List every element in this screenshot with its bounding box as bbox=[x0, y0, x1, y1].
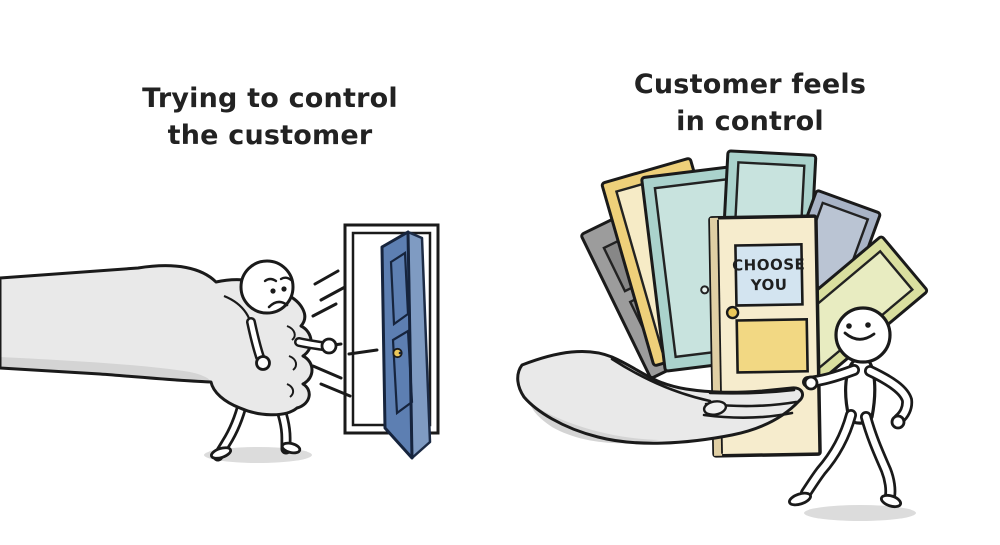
left-scene-illustration bbox=[0, 223, 440, 463]
worried-face bbox=[263, 276, 293, 309]
walking-figure-head bbox=[834, 306, 892, 364]
sign-text-line1: CHOOSE bbox=[732, 255, 805, 274]
left-panel-title: Trying to control the customer bbox=[40, 80, 500, 154]
open-palm-hand bbox=[516, 349, 804, 445]
right-title-line2: in control bbox=[676, 106, 824, 137]
happy-left-eye bbox=[846, 323, 852, 329]
blue-door-top-panel bbox=[389, 251, 410, 327]
choose-door-knob bbox=[725, 305, 740, 320]
walking-figure-front-foot bbox=[788, 491, 812, 507]
squeezed-hand bbox=[255, 355, 271, 371]
choose-door-lower-panel bbox=[735, 317, 809, 374]
happy-right-eye bbox=[865, 322, 871, 328]
arm-shading bbox=[0, 357, 211, 382]
left-eyebrow bbox=[263, 277, 278, 283]
pushed-figure-back-foot bbox=[280, 441, 302, 455]
walking-figure-back-foot bbox=[879, 493, 903, 509]
blue-door-knob bbox=[392, 347, 403, 359]
pushed-figure-front-foot bbox=[209, 446, 233, 460]
fist-outline bbox=[0, 264, 314, 417]
choose-you-sign bbox=[734, 243, 804, 307]
left-title-line1: Trying to control bbox=[142, 83, 398, 114]
right-eyebrow bbox=[279, 276, 293, 282]
blue-door bbox=[380, 230, 432, 460]
door-teal-knob bbox=[700, 285, 710, 295]
walking-figure bbox=[788, 306, 914, 509]
right-title-line1: Customer feels bbox=[633, 69, 867, 100]
palm-outline bbox=[516, 349, 804, 445]
pushed-figure bbox=[239, 259, 338, 371]
walking-figure-front-hand bbox=[803, 375, 819, 391]
left-title-line2: the customer bbox=[167, 120, 373, 151]
right-scene-illustration: CHOOSE YOU bbox=[516, 149, 929, 521]
palm-fill bbox=[517, 351, 803, 444]
thumb-nail bbox=[702, 400, 728, 416]
right-eye bbox=[281, 286, 287, 292]
blue-door-keyhole bbox=[398, 351, 402, 355]
pushing-hand bbox=[320, 337, 338, 355]
pushed-figure-head bbox=[239, 259, 295, 315]
smile-mouth bbox=[843, 331, 876, 341]
blue-door-bottom-panel bbox=[391, 329, 414, 416]
right-panel-title: Customer feels in control bbox=[520, 66, 980, 140]
sign-text-line2: YOU bbox=[750, 276, 788, 295]
frown-mouth bbox=[267, 300, 289, 309]
left-eye bbox=[270, 288, 276, 294]
blue-door-face bbox=[380, 230, 414, 460]
fist-fill bbox=[0, 265, 312, 415]
walking-figure-back-hand bbox=[890, 414, 906, 430]
walking-figure-shadow bbox=[804, 505, 916, 521]
